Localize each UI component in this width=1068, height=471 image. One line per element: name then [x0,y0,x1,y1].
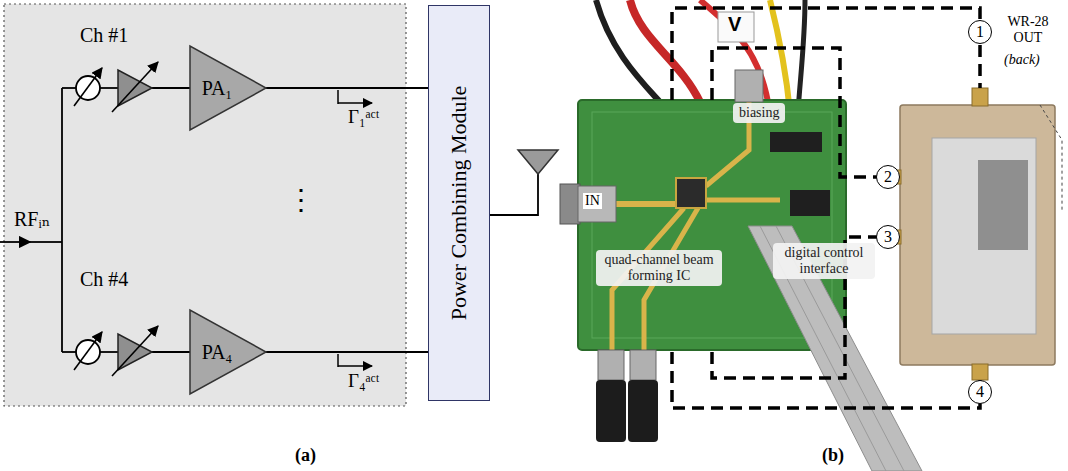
node-text: quad-channel beam forming IC [602,252,716,284]
reference-plane-marker [338,90,372,367]
signal-name: RFᵢₙ [14,208,50,231]
node-text: PA₄ [202,341,233,364]
beamformer-region [4,4,406,406]
photo-callout: biasing [733,103,785,123]
node-text: 4 [976,383,984,401]
signal-line [266,87,428,89]
amplifier-triangle [190,46,266,130]
callout-number: 4 [968,380,992,404]
node-text: 3 [884,228,892,246]
port-label: IN [583,193,602,209]
measurement-path [672,8,980,408]
variable-gain-amplifier [112,62,158,376]
port-label: WR-28 OUT [996,14,1060,46]
power-amplifier: PA₄ [190,310,266,394]
panel-label: (a) [295,445,316,466]
phase-shifter-symbol [74,68,102,370]
reflection-coefficient: Γ₁ᵃᶜᵗ [348,106,379,128]
channel-label: Ch #4 [80,268,128,291]
panel-label: (b) [822,445,844,466]
channel-label: Ch #1 [80,24,128,47]
amplifier-triangle [190,310,266,394]
callout-number: 1 [968,20,992,44]
photo-callout: digital control interface [773,243,875,279]
channel-wiring [0,88,190,352]
port-note: (back) [1004,52,1040,68]
callout-number: 2 [876,165,900,189]
photo-callout: quad-channel beam forming IC [596,250,722,286]
node-text: biasing [739,105,779,121]
power-amplifier: PA₁ [190,46,266,130]
signal-line [266,351,428,353]
pcb-photo [560,0,922,471]
ellipsis-dots: ⋮ [287,184,315,216]
node-text: digital control interface [779,245,869,277]
reflection-coefficient: Γ₄ᵃᶜᵗ [348,370,379,392]
node-text: 2 [884,168,892,186]
tag-label: V [728,13,741,36]
node-text: PA₁ [202,77,233,100]
combiner-block: Power Combining Module [428,5,490,401]
antenna-symbol [490,150,558,215]
node-text: Power Combining Module [446,86,472,321]
combiner-module-photo [880,88,1062,380]
callout-number: 3 [876,225,900,249]
node-text: 1 [976,23,984,41]
